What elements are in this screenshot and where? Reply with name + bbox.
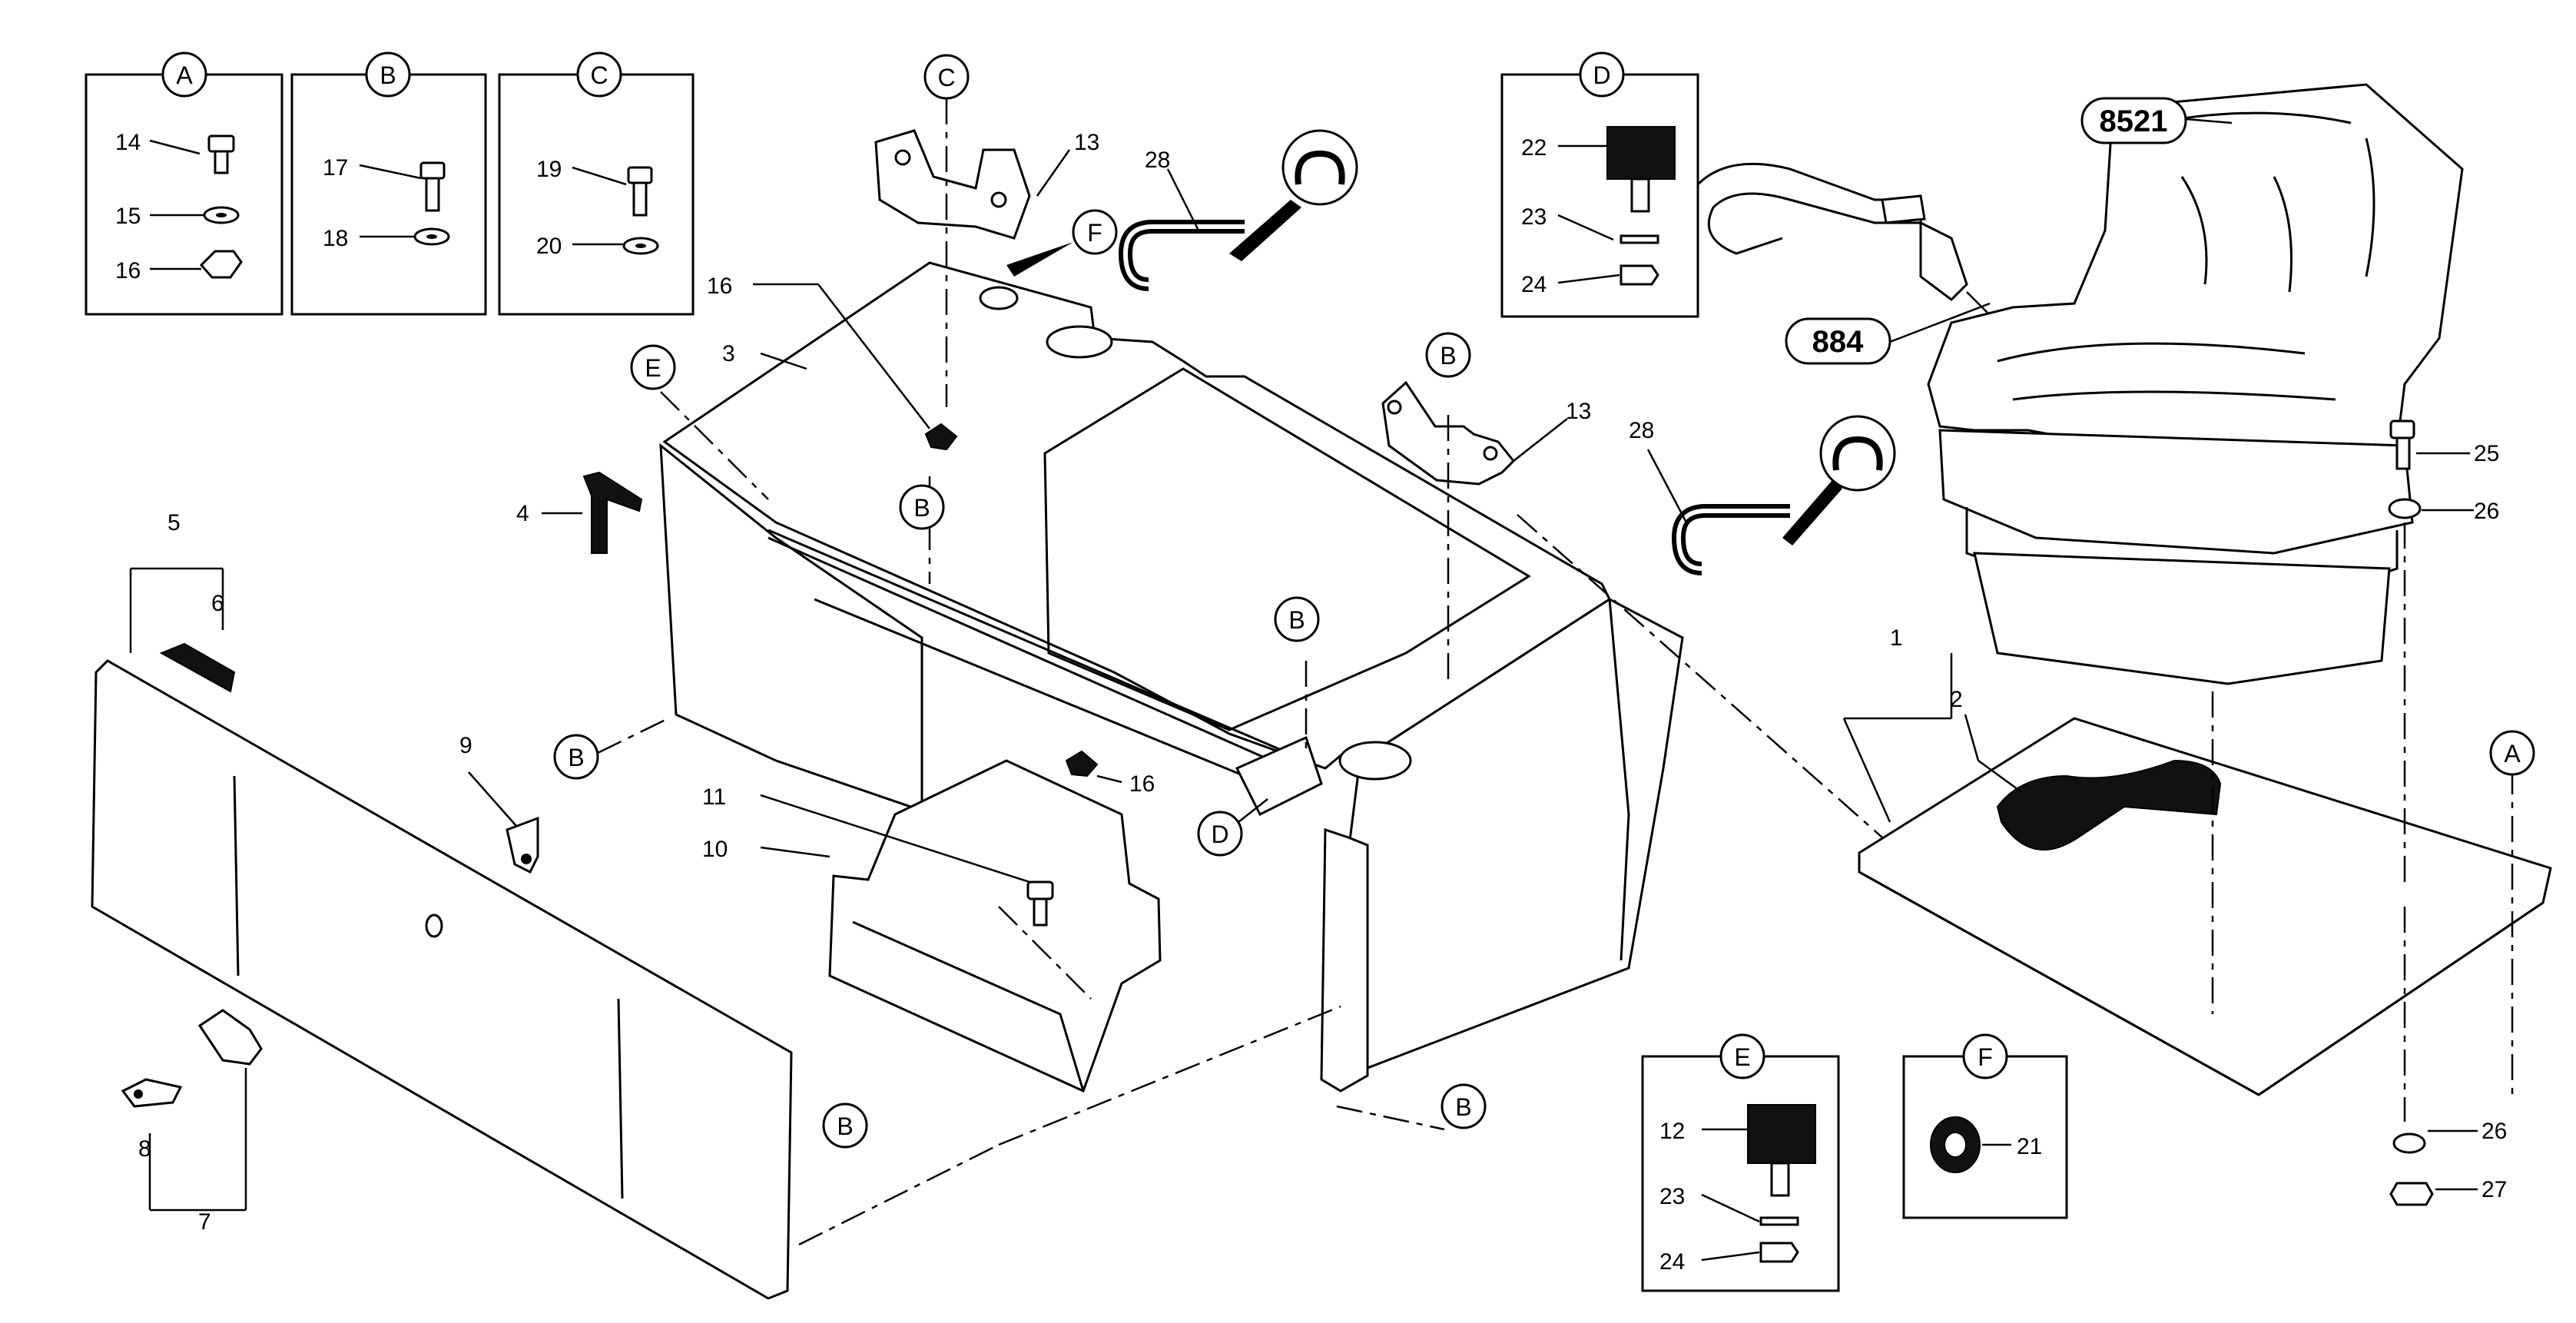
detail-box-b-letter: B: [380, 61, 396, 89]
part-13-right-label: 13: [1566, 399, 1591, 424]
seal-28-mid: 28: [1629, 415, 1896, 575]
part-15-label: 15: [115, 204, 141, 229]
part-24-e-label: 24: [1659, 1249, 1685, 1275]
detail-box-a: A 14 15 16: [85, 51, 283, 316]
detail-box-f: F 21: [1902, 1033, 2068, 1219]
marker-c-top: C: [937, 64, 955, 91]
part-2-label: 2: [1950, 687, 1963, 712]
clip-16-top: 16: [707, 274, 958, 451]
part-5-label: 5: [167, 510, 181, 536]
marker-b-center: B: [913, 494, 930, 522]
marker-b-bottom-left: B: [837, 1112, 853, 1140]
part-13-top-label: 13: [1074, 130, 1099, 155]
seat-frame: 3: [659, 261, 1684, 1093]
clip-4: 4: [516, 471, 643, 554]
part-28-mid-label: 28: [1629, 418, 1654, 443]
seat: 8521 884: [1785, 83, 2464, 685]
bracket-13-right: 13: [1381, 380, 1591, 486]
part-7-label: 7: [198, 1209, 211, 1235]
part-23-d-label: 23: [1521, 204, 1547, 230]
ref-884-label: 884: [1812, 325, 1864, 359]
part-1-label: 1: [1890, 625, 1903, 651]
part-19-label: 19: [536, 157, 562, 182]
marker-a-right: A: [2504, 740, 2521, 768]
front-panel: 5 6: [91, 510, 793, 1300]
detail-box-c-letter: C: [590, 61, 608, 89]
part-27-label: 27: [2482, 1177, 2507, 1202]
part-9-label: 9: [459, 733, 472, 758]
seat-plate: 1 2: [1842, 625, 2552, 1096]
detail-box-f-letter: F: [1978, 1043, 1993, 1071]
seat-fasteners: 25 26 26 27: [2388, 419, 2507, 1206]
storage-tray: 10 11: [702, 759, 1162, 1093]
part-16-mid-label: 16: [1129, 771, 1155, 797]
part-16-label: 16: [115, 258, 141, 284]
part-6-label: 6: [211, 591, 224, 616]
clip-9: 9: [459, 733, 539, 874]
bracket-13-top: 13: [874, 129, 1099, 240]
part-25-label: 25: [2474, 441, 2499, 466]
marker-e-left: E: [645, 354, 661, 382]
detail-box-e-letter: E: [1734, 1043, 1750, 1071]
assembly-lines: [660, 98, 2514, 1246]
detail-box-b: B 17 18: [290, 51, 487, 316]
part-22-label: 22: [1521, 135, 1547, 161]
marker-b-left: B: [568, 744, 584, 771]
detail-box-d: D 22 23 24: [1500, 51, 1699, 318]
clip-16-mid: 16: [1065, 750, 1155, 797]
ref-8521-label: 8521: [2100, 104, 2168, 138]
part-26-top-label: 26: [2474, 499, 2499, 524]
view-markers: C F E B B B B D B B A: [553, 54, 2535, 1149]
detail-box-d-letter: D: [1593, 61, 1610, 89]
part-23-e-label: 23: [1659, 1184, 1685, 1209]
part-11-label: 11: [702, 784, 726, 810]
marker-b-bottom-right: B: [1455, 1093, 1471, 1121]
part-18-label: 18: [323, 226, 348, 251]
part-20-label: 20: [536, 234, 562, 259]
part-26-bottom-label: 26: [2482, 1119, 2507, 1144]
part-12-label: 12: [1659, 1119, 1685, 1144]
latch-assembly: 8 7: [121, 1009, 263, 1235]
detail-box-a-letter: A: [176, 61, 193, 89]
part-8-label: 8: [138, 1136, 151, 1162]
marker-b-middle: B: [1288, 606, 1305, 634]
detail-box-e: E 12 23 24: [1641, 1033, 1840, 1292]
part-4-label: 4: [516, 501, 529, 526]
seat-belt: [1696, 162, 2026, 351]
part-14-label: 14: [115, 130, 141, 155]
part-3-label: 3: [722, 341, 735, 366]
part-28-top-label: 28: [1145, 148, 1170, 173]
marker-f-top: F: [1087, 219, 1102, 247]
part-24-d-label: 24: [1521, 272, 1547, 297]
part-21-label: 21: [2017, 1134, 2042, 1159]
part-17-label: 17: [323, 155, 348, 181]
marker-b-right: B: [1440, 342, 1456, 370]
seal-28-top: 28: [1118, 129, 1358, 291]
part-16-top-label: 16: [707, 274, 732, 299]
detail-box-c: C 19 20: [498, 51, 695, 316]
part-10-label: 10: [702, 837, 728, 862]
marker-d-mid: D: [1211, 821, 1228, 848]
